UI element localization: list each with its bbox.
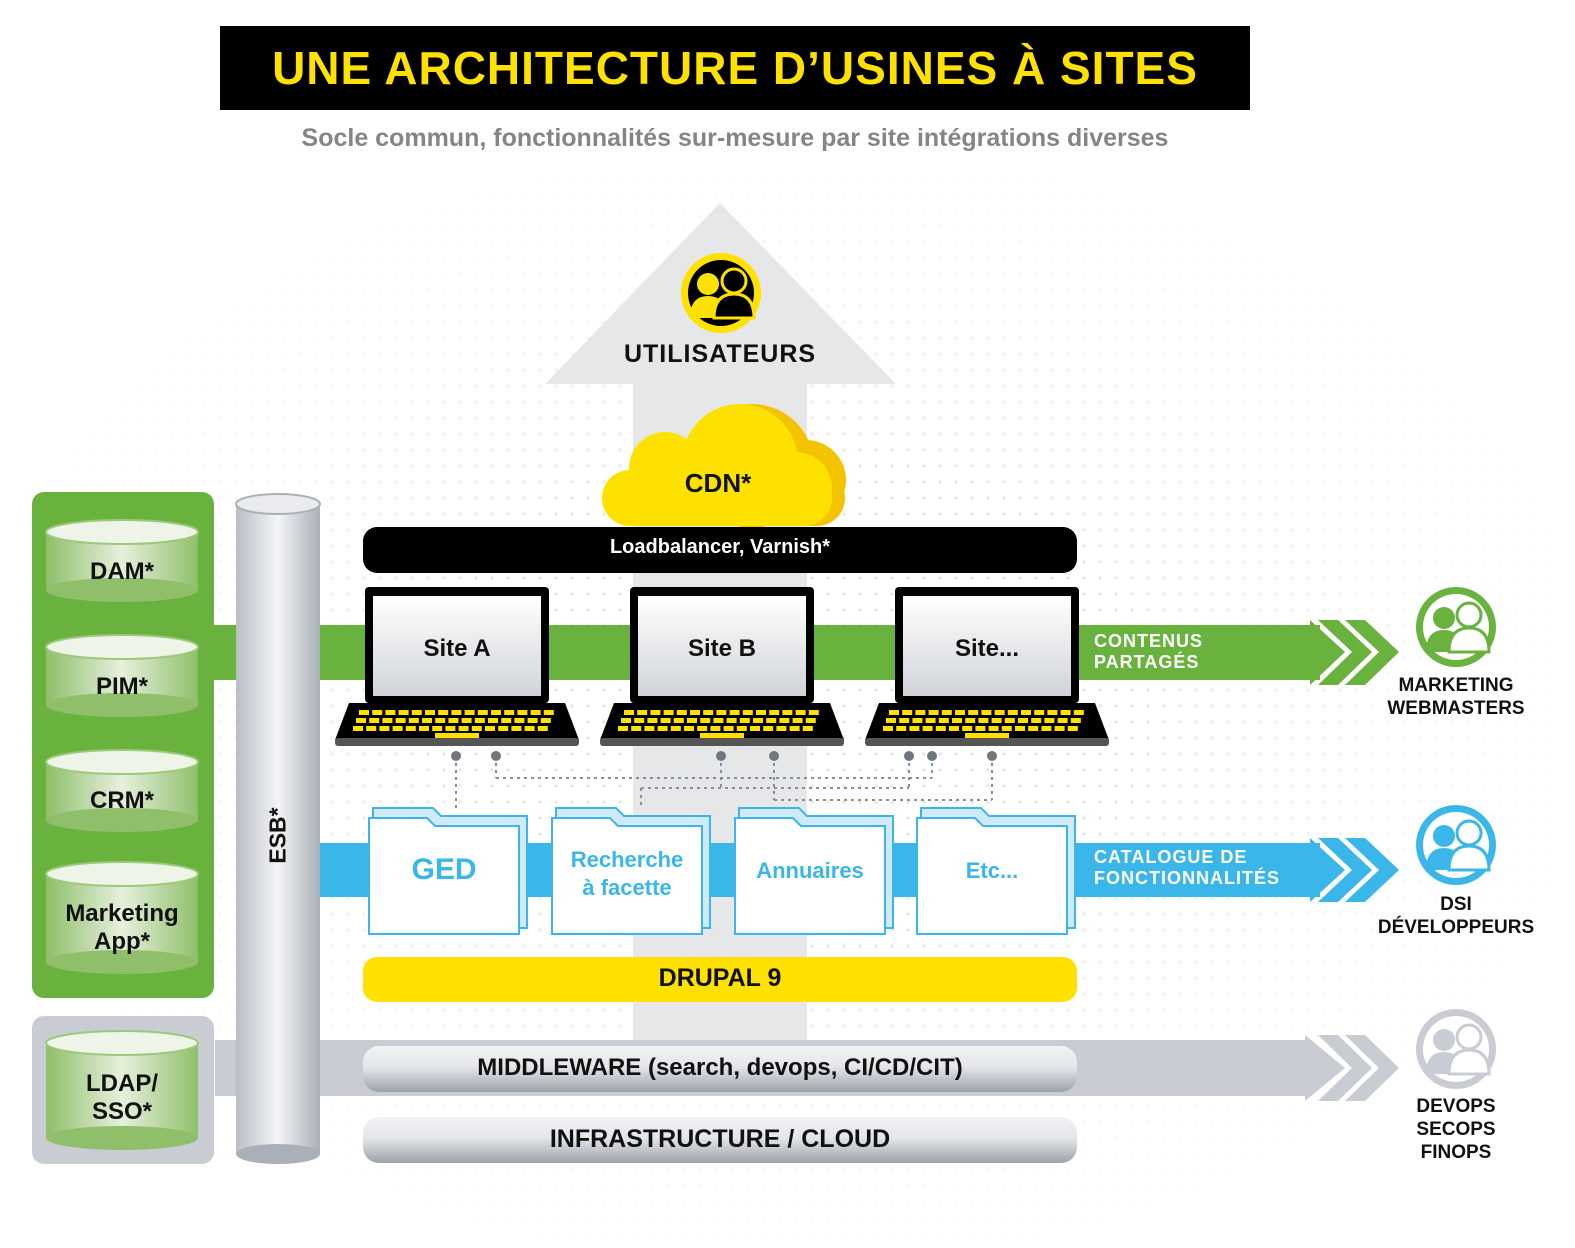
folder-feature-3 (734, 807, 894, 935)
green-band-label: CONTENUS PARTAGÉS (1094, 631, 1204, 672)
site-label-3: Site... (954, 635, 1020, 662)
folder-feature-1 (368, 807, 528, 935)
page-subtitle: Socle commun, fonctionnalités sur-mesure… (301, 124, 1169, 152)
users-label: UTILISATEURS (623, 340, 817, 368)
connector-lines (455, 756, 993, 808)
feature-label-3: Annuaires (756, 858, 864, 883)
role-label-marketing: MARKETING WEBMASTERS (1387, 675, 1525, 719)
pim-database (45, 634, 199, 717)
ldap-label: LDAP/ SSO* (86, 1070, 158, 1125)
database-label-1: DAM* (90, 558, 154, 585)
crm-database (45, 749, 199, 832)
folder-feature-4 (916, 807, 1076, 935)
feature-label-1: GED (411, 853, 477, 886)
dam-database (45, 519, 199, 602)
feature-label-4: Etc... (965, 858, 1019, 883)
marketing-users-icon (1416, 587, 1496, 667)
dsi-users-icon (1416, 805, 1496, 885)
blue-band-label: CATALOGUE DE FONCTIONNALITÉS (1094, 847, 1280, 888)
role-label-devops: DEVOPS SECOPS FINOPS (1416, 1096, 1496, 1163)
title-banner: UNE ARCHITECTURE D’USINES À SITES (220, 26, 1250, 110)
cdn-label: CDN* (684, 468, 752, 498)
infrastructure-bar (363, 1117, 1077, 1163)
role-label-dsi: DSI DÉVELOPPEURS (1377, 894, 1535, 938)
marketing-app-database (45, 861, 199, 974)
esb-label: ESB* (264, 807, 291, 864)
middleware-bar (363, 1046, 1077, 1092)
page-title: UNE ARCHITECTURE D’USINES À SITES (272, 42, 1198, 94)
feature-label-2: Recherche à facette (570, 847, 684, 900)
drupal-bar (363, 957, 1077, 1002)
site-label-1: Site A (423, 635, 491, 662)
database-label-3: CRM* (90, 787, 154, 814)
folder-feature-2 (551, 807, 711, 935)
ldap-database (45, 1030, 199, 1150)
drupal-label: DRUPAL 9 (658, 964, 782, 992)
site-label-2: Site B (687, 635, 756, 662)
esb-pipe (235, 493, 321, 1164)
middleware-label: MIDDLEWARE (search, devops, CI/CD/CIT) (477, 1054, 963, 1081)
laptop-site-1 (335, 587, 579, 746)
users-icon (681, 253, 761, 333)
connector-dots (451, 751, 997, 761)
database-label-4: Marketing App* (65, 900, 179, 955)
database-label-2: PIM* (95, 673, 148, 700)
laptop-site-3 (865, 587, 1109, 746)
loadbalancer-label: Loadbalancer, Varnish* (609, 536, 831, 558)
infrastructure-label: INFRASTRUCTURE / CLOUD (549, 1125, 891, 1153)
loadbalancer-bar (363, 527, 1077, 573)
laptop-site-2 (600, 587, 844, 746)
devops-users-icon (1416, 1009, 1496, 1089)
cdn-cloud (602, 404, 846, 528)
